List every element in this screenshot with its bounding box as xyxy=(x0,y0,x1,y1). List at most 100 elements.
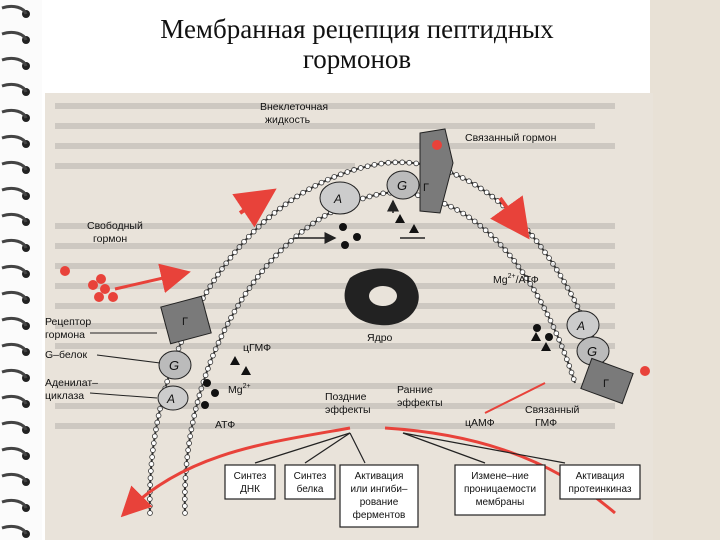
label-camp: цАМФ xyxy=(465,417,495,429)
label-bound-hormone: Связанный гормон xyxy=(465,132,557,144)
lipid-head xyxy=(288,238,294,244)
lipid-head xyxy=(221,327,228,333)
effect-membrane-3: мембраны xyxy=(476,496,525,508)
lipid-head xyxy=(153,426,159,433)
lipid-head xyxy=(574,303,581,310)
receptor-complex-left: Г G A xyxy=(157,295,212,411)
bound-gmp-dot xyxy=(640,366,650,376)
lipid-head xyxy=(148,461,155,467)
effect-enzymes-3: рование xyxy=(360,497,399,508)
lipid-head xyxy=(211,277,217,284)
lipid-head xyxy=(566,363,573,369)
lipid-head xyxy=(155,412,162,419)
lipid-head xyxy=(519,269,526,275)
lipid-head xyxy=(459,175,466,181)
label-mg-left-sup: 2+ xyxy=(243,383,251,390)
lipid-head xyxy=(227,254,234,261)
lipid-head xyxy=(371,161,378,168)
label-bound-gmp-2: ГМФ xyxy=(535,417,557,429)
lipid-head xyxy=(561,349,568,356)
lipid-head xyxy=(186,440,192,447)
lipid-head xyxy=(351,167,357,173)
label-mg-atp-sup: 2+ xyxy=(508,273,516,280)
lipid-head xyxy=(527,281,534,287)
lipid-head xyxy=(571,297,578,303)
effect-protein-1: Синтез xyxy=(294,471,327,482)
lipid-head xyxy=(533,238,540,244)
lipid-head xyxy=(219,266,225,272)
effect-membrane-1: Измене–ние xyxy=(471,471,529,482)
lipid-head xyxy=(182,496,188,502)
lipid-head xyxy=(241,238,247,245)
lipid-head xyxy=(147,510,153,516)
binding-ring xyxy=(1,368,28,379)
lipid-head xyxy=(203,289,210,296)
lipid-head xyxy=(182,503,188,509)
effect-enzymes-1: Активация xyxy=(355,471,404,482)
letter-r-right: Г xyxy=(603,378,609,390)
lipid-head xyxy=(207,283,214,290)
lipid-head xyxy=(564,284,571,291)
diagram-labels: Внеклеточная жидкость Связанный гормон С… xyxy=(45,101,580,431)
lipid-head xyxy=(570,376,577,382)
label-free-hormone-2: гормон xyxy=(93,233,127,245)
receptor-complex-top: G A Г xyxy=(319,128,454,215)
letter-a-top: A xyxy=(333,192,342,206)
lipid-head xyxy=(337,171,344,178)
binding-ring xyxy=(1,82,28,93)
lipid-head xyxy=(202,372,209,379)
lipid-head xyxy=(550,324,557,330)
binding-ring xyxy=(1,394,28,405)
lipid-head xyxy=(151,440,157,446)
lipid-head xyxy=(538,299,544,305)
binding-ring xyxy=(1,56,28,67)
lipid-head xyxy=(321,213,328,219)
letter-a-right: A xyxy=(576,319,585,333)
lipid-head xyxy=(283,242,289,249)
lipid-head xyxy=(315,216,322,223)
lipid-head xyxy=(471,218,478,225)
lipid-head xyxy=(544,311,551,318)
binding-ring xyxy=(1,290,28,301)
lipid-head xyxy=(232,249,238,256)
svg-text:Mg2+: Mg2+ xyxy=(228,383,251,396)
lipid-head xyxy=(150,447,156,453)
lipid-head xyxy=(511,258,518,264)
binding-ring xyxy=(1,30,28,41)
lipid-head xyxy=(568,369,575,376)
free-hormone-dots xyxy=(60,266,118,302)
lipid-head xyxy=(454,207,460,213)
lipid-head xyxy=(529,232,535,239)
label-g-protein: G–белок xyxy=(45,349,87,361)
lipid-head xyxy=(259,268,265,275)
lipid-head xyxy=(246,233,252,240)
nucleus xyxy=(344,268,419,326)
label-bound-gmp-1: Связанный xyxy=(525,404,580,416)
binding-ring xyxy=(1,498,28,509)
letter-g-right: G xyxy=(587,344,597,359)
background-text-lines xyxy=(55,103,615,429)
lipid-head xyxy=(360,195,366,202)
lipid-head xyxy=(189,419,196,426)
receptor-complex-right: A G Г xyxy=(566,310,650,405)
binding-ring xyxy=(1,420,28,431)
lipid-head xyxy=(550,261,556,267)
svg-text:Mg2+/АТФ: Mg2+/АТФ xyxy=(493,273,539,286)
lipid-head xyxy=(198,385,205,392)
lipid-head xyxy=(152,433,158,440)
lipid-head xyxy=(493,237,499,243)
lipid-head xyxy=(184,454,191,460)
label-late-effects-2: эффекты xyxy=(325,404,371,416)
label-mg-atp-suffix: /АТФ xyxy=(516,274,539,286)
lipid-head xyxy=(538,243,544,250)
letter-g-left: G xyxy=(169,358,179,373)
lipid-head xyxy=(489,193,496,200)
letter-a-left: A xyxy=(166,392,175,406)
title-line-1: Мембранная рецепция пептидных xyxy=(160,14,554,44)
binding-ring xyxy=(1,160,28,171)
binding-ring xyxy=(1,524,28,535)
lipid-head xyxy=(385,159,392,166)
lipid-head xyxy=(357,165,364,171)
lipid-head xyxy=(148,468,154,474)
label-early-effects-2: эффекты xyxy=(397,397,443,409)
